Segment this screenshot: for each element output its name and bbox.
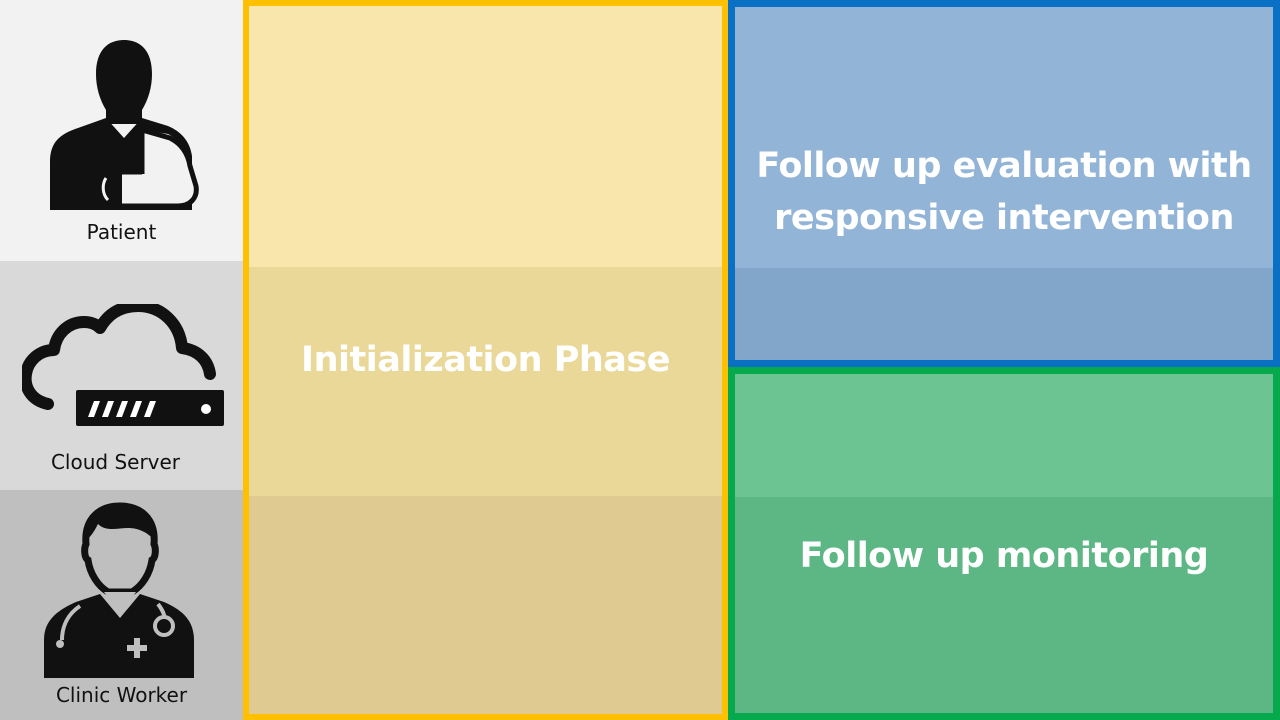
- evaluation-phase-label-line1: Follow up evaluation with: [756, 146, 1252, 186]
- actor-label-cloud-server: Cloud Server: [50, 450, 181, 474]
- actor-label-clinic-worker: Clinic Worker: [55, 683, 188, 707]
- evaluation-phase-label: Follow up evaluation with responsive int…: [756, 140, 1252, 244]
- monitoring-phase-label: Follow up monitoring: [799, 536, 1209, 576]
- doctor-icon: [44, 502, 194, 678]
- cloud-server-icon: [22, 304, 224, 426]
- initialization-phase-box: Initialization Phase: [243, 0, 728, 720]
- actor-label-patient: Patient: [86, 220, 157, 244]
- injured-patient-icon: [50, 40, 199, 210]
- initialization-phase-label: Initialization Phase: [301, 340, 670, 380]
- evaluation-phase-label-line2: responsive intervention: [774, 198, 1234, 238]
- monitoring-phase-box: Follow up monitoring: [728, 367, 1280, 720]
- evaluation-phase-box: Follow up evaluation with responsive int…: [728, 0, 1280, 367]
- cloud-server-band: [0, 261, 243, 490]
